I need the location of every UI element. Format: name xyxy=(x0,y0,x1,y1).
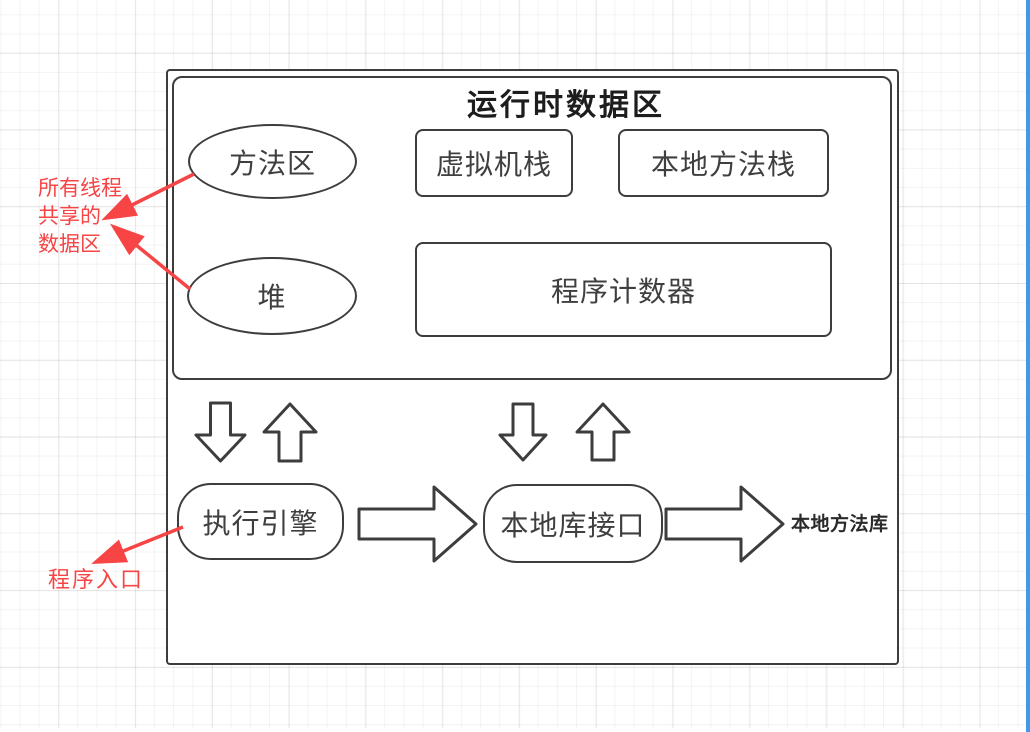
node-native-method-library[interactable]: 本地方法库 xyxy=(791,513,889,535)
node-label: 方法区 xyxy=(228,146,316,180)
node-execution-engine[interactable]: 执行引擎 xyxy=(177,483,344,560)
node-label: 虚拟机栈 xyxy=(435,148,552,181)
annotation-line: 数据区 xyxy=(38,232,101,256)
node-program-counter[interactable]: 程序计数器 xyxy=(415,242,832,337)
node-native-library-interface[interactable]: 本地库接口 xyxy=(483,484,663,563)
node-method-area[interactable]: 方法区 xyxy=(188,124,357,199)
vertical-scrollbar[interactable] xyxy=(1026,0,1030,732)
node-label: 本地方法栈 xyxy=(650,148,796,181)
node-vm-stack[interactable]: 虚拟机栈 xyxy=(415,129,573,197)
node-label: 执行引擎 xyxy=(202,506,319,540)
canvas-bottom-edge xyxy=(0,728,1030,732)
node-label: 本地库接口 xyxy=(500,508,646,542)
annotation-line: 共享的 xyxy=(38,204,101,228)
node-native-method-stack[interactable]: 本地方法栈 xyxy=(618,129,829,197)
node-heap[interactable]: 堆 xyxy=(187,257,357,335)
node-label: 堆 xyxy=(257,281,287,314)
annotation-shared-threads-note[interactable]: 所有线程 共享的 数据区 xyxy=(38,174,122,258)
runtime-data-area-title: 运行时数据区 xyxy=(467,88,665,123)
annotation-line: 所有线程 xyxy=(38,176,122,200)
node-label: 程序计数器 xyxy=(550,274,696,308)
annotation-program-entry[interactable]: 程序入口 xyxy=(48,568,145,593)
